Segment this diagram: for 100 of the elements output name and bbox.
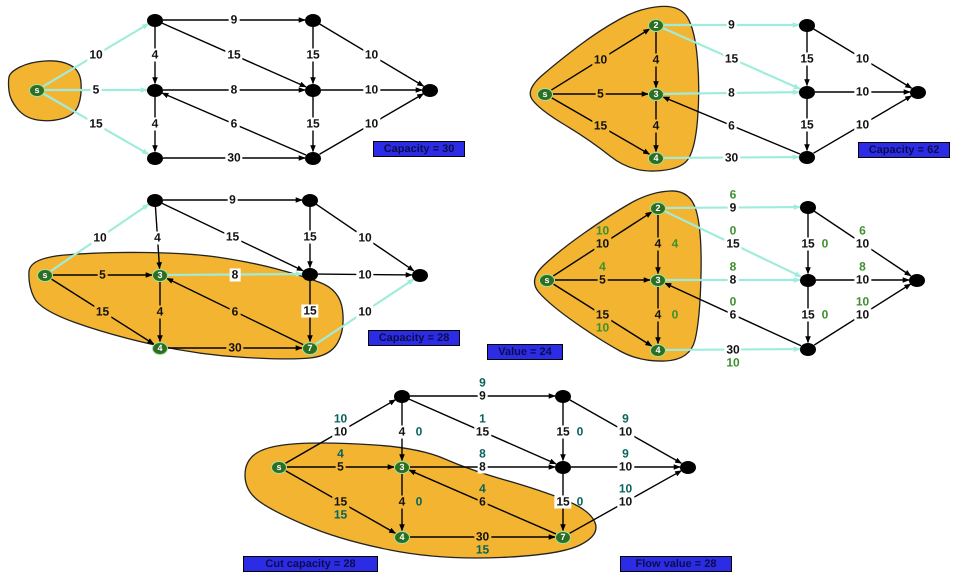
edge-label: 15 bbox=[304, 48, 322, 62]
value-banner: Capacity = 30 bbox=[373, 141, 465, 157]
edge-label: 10 bbox=[91, 231, 109, 244]
flow-label: 0 bbox=[414, 496, 424, 508]
edge-label: 10 bbox=[362, 84, 380, 96]
edge-label: 6 bbox=[728, 308, 738, 321]
flow-label: 4 bbox=[478, 482, 487, 496]
edge-label: 15 bbox=[332, 496, 350, 508]
edge-label: 5 bbox=[335, 460, 346, 474]
graph-node bbox=[799, 18, 815, 32]
arrow bbox=[805, 286, 811, 344]
edge-label: 6 bbox=[726, 119, 737, 132]
value-banner: Capacity = 28 bbox=[368, 330, 460, 346]
flow-label: 9 bbox=[478, 376, 487, 390]
graph-node bbox=[800, 274, 816, 286]
edge-label: 6 bbox=[228, 118, 240, 130]
edge-label: 10 bbox=[854, 308, 872, 321]
edge-label: 10 bbox=[854, 274, 872, 286]
arrow bbox=[550, 28, 650, 91]
arrow bbox=[664, 22, 800, 28]
edge-label: 4 bbox=[152, 231, 163, 244]
arrow bbox=[50, 278, 154, 345]
edge-label: 15 bbox=[798, 52, 816, 65]
value-banner: Capacity = 62 bbox=[858, 142, 950, 158]
graph-node bbox=[909, 274, 925, 286]
value-banner: Value = 24 bbox=[487, 344, 563, 360]
graph-node bbox=[302, 268, 318, 280]
edge-label: 10 bbox=[87, 48, 105, 62]
edge-label: 15 bbox=[799, 308, 817, 321]
graph-node bbox=[394, 390, 410, 402]
arrow bbox=[662, 27, 801, 90]
flow-label: 10 bbox=[594, 322, 610, 334]
edge-label: 5 bbox=[90, 84, 102, 96]
arrow bbox=[318, 272, 413, 278]
edge-label: 15 bbox=[87, 118, 105, 130]
graph-node bbox=[147, 14, 163, 26]
graph-node bbox=[800, 342, 816, 356]
arrow bbox=[552, 211, 652, 277]
arrow bbox=[410, 393, 556, 399]
flow-label: 0 bbox=[414, 425, 424, 438]
edge-label: 9 bbox=[728, 201, 738, 214]
arrow bbox=[551, 97, 650, 155]
arrow bbox=[42, 22, 150, 88]
edge-label: 10 bbox=[362, 118, 380, 130]
arrow bbox=[804, 32, 810, 86]
edge-label: 10 bbox=[854, 118, 872, 131]
edge-label: 4 bbox=[150, 118, 160, 130]
flow-label: 1 bbox=[478, 412, 487, 425]
arrow bbox=[157, 282, 163, 342]
edge-label: 9 bbox=[228, 14, 240, 26]
graph-node bbox=[422, 84, 438, 96]
arrow bbox=[664, 282, 802, 346]
arrow bbox=[166, 278, 304, 346]
edge-label: 30 bbox=[226, 342, 244, 354]
edge-label: 15 bbox=[722, 52, 740, 65]
arrow bbox=[285, 470, 396, 534]
edge-label: 8 bbox=[230, 268, 240, 281]
graph-node bbox=[910, 86, 926, 98]
edge-label: 15 bbox=[224, 230, 242, 244]
arrow bbox=[319, 93, 424, 155]
edge-label: 4 bbox=[154, 305, 166, 318]
edge-label: 15 bbox=[799, 237, 817, 250]
edge-label: 30 bbox=[225, 152, 243, 164]
graph-node bbox=[555, 460, 571, 474]
arrow bbox=[399, 402, 405, 462]
arrow bbox=[310, 96, 316, 152]
arrow bbox=[653, 32, 659, 88]
edge-label: 10 bbox=[362, 48, 380, 62]
arrow bbox=[666, 204, 801, 210]
arrow bbox=[805, 214, 811, 274]
arrow bbox=[813, 95, 912, 154]
edge-label: 4 bbox=[652, 308, 664, 322]
edge-label: 8 bbox=[728, 274, 738, 286]
flow-label: 0 bbox=[728, 224, 738, 238]
edge-label: 4 bbox=[650, 120, 662, 132]
flow-label: 8 bbox=[478, 448, 487, 460]
edge-label: 15 bbox=[724, 238, 742, 250]
edge-label: 10 bbox=[616, 425, 634, 438]
edge-label: 10 bbox=[854, 237, 872, 250]
edge-label: 10 bbox=[332, 425, 350, 438]
graph-node bbox=[147, 194, 163, 206]
arrow bbox=[287, 464, 395, 470]
flow-label: 6 bbox=[728, 188, 738, 201]
edge-label: 4 bbox=[396, 496, 408, 508]
graph-node bbox=[147, 84, 163, 96]
arrow bbox=[316, 278, 414, 345]
edge-label: 15 bbox=[798, 118, 816, 131]
flow-label: 4 bbox=[598, 260, 607, 274]
edge-label: 15 bbox=[594, 308, 612, 322]
arrow bbox=[310, 26, 316, 84]
graph-node bbox=[799, 150, 815, 164]
arrow bbox=[664, 210, 802, 278]
arrow bbox=[666, 346, 801, 352]
flow-label: 10 bbox=[725, 356, 741, 369]
edge-label: 30 bbox=[474, 530, 492, 544]
graph-node bbox=[800, 200, 816, 214]
flow-label: 0 bbox=[576, 425, 584, 438]
arrow bbox=[408, 469, 556, 535]
arrow bbox=[53, 272, 153, 278]
flow-label: 8 bbox=[728, 260, 738, 274]
